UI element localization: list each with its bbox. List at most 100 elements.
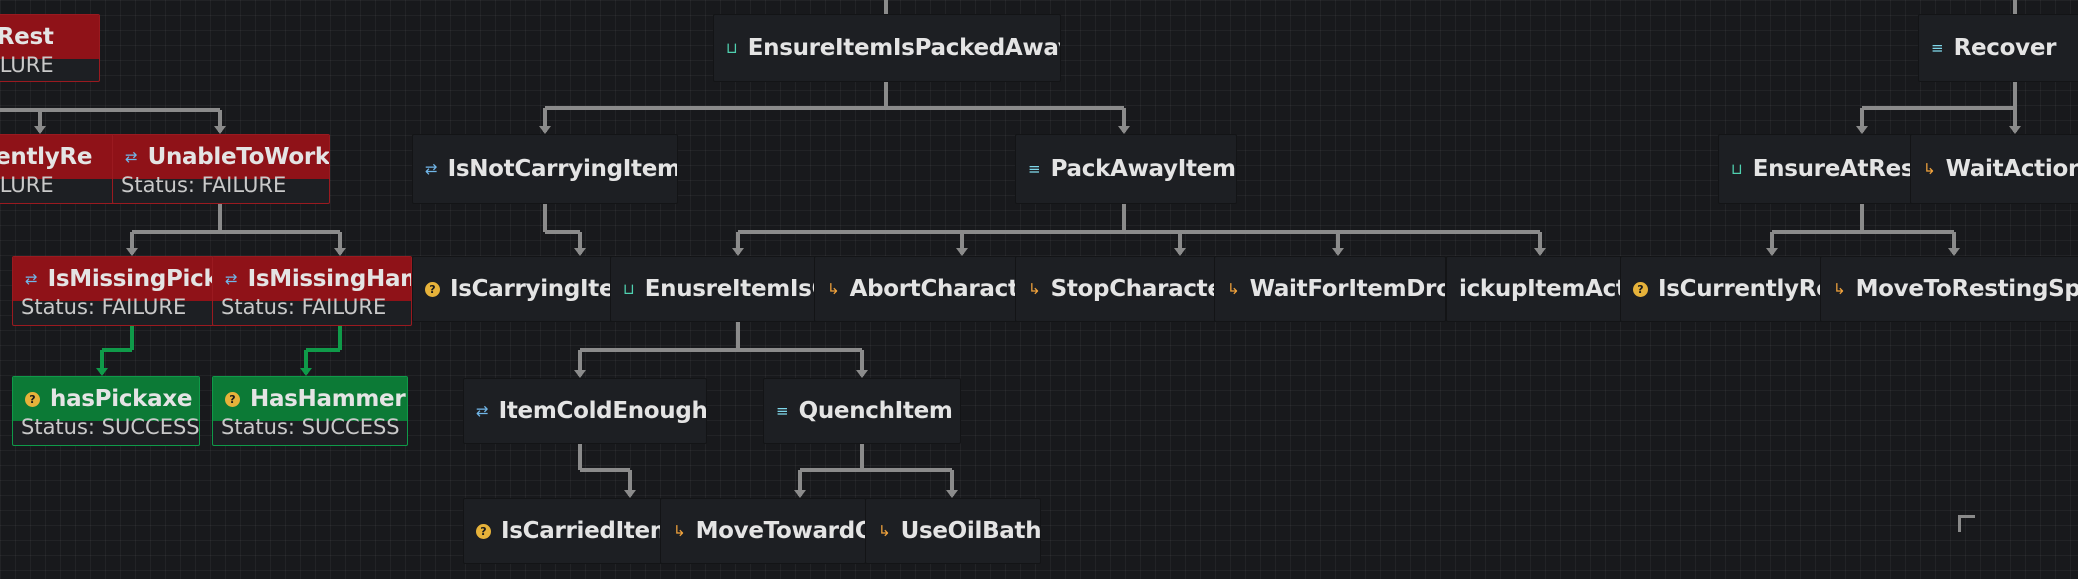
tree-node-iscurrentlyre[interactable]: ? IsCurrentlyRe xyxy=(1620,256,1828,322)
wire-arrow xyxy=(300,368,312,376)
node-header: ≡ QuenchItem xyxy=(764,379,960,443)
node-title: QuenchItem xyxy=(798,398,953,424)
tree-node-itemcoldenough[interactable]: ⇄ItemColdEnough xyxy=(463,378,707,444)
wire-arrow xyxy=(946,490,958,498)
node-header: rrentlyRe xyxy=(0,135,129,179)
tree-node-stopcharacteri[interactable]: ↳StopCharacterI xyxy=(1015,256,1221,322)
node-status: Status: SUCCESS xyxy=(21,415,200,439)
node-header: ↳ UseOilBath xyxy=(866,499,1040,563)
action-icon: ↳ xyxy=(827,280,840,298)
node-status: Status: SUCCESS xyxy=(221,415,400,439)
tree-node-ensureitemispackedaway[interactable]: ⊔EnsureItemIsPackedAway xyxy=(713,14,1061,82)
action-icon: ↳ xyxy=(1227,280,1240,298)
node-header: ?HasHammer xyxy=(213,377,407,421)
resize-corner-handle[interactable] xyxy=(1958,515,1975,532)
tree-node-ickupitemact[interactable]: ickupItemAct xyxy=(1446,256,1630,322)
node-title: EnusreItemIsC xyxy=(644,276,821,302)
wire-arrow xyxy=(956,248,968,256)
node-header: ↳MoveToRestingSpot xyxy=(1821,257,2078,321)
inverter-icon: ⇄ xyxy=(425,160,438,178)
node-title: hasPickaxe xyxy=(50,386,193,412)
node-header: ? hasPickaxe xyxy=(13,377,199,421)
node-title: rrentlyRe xyxy=(0,144,93,170)
node-title: IsNotCarryingItem xyxy=(447,156,677,182)
node-title: ItemColdEnough xyxy=(498,398,706,424)
node-header: ↳WaitAction xyxy=(1911,135,2078,203)
tree-node-useoilbath[interactable]: ↳ UseOilBath xyxy=(865,498,1041,564)
node-header: ldRest xyxy=(0,15,99,59)
node-header: ? IsCarryingItem xyxy=(413,257,617,321)
tree-node-waitaction[interactable]: ↳WaitAction xyxy=(1910,134,2078,204)
node-title: AbortCharacter xyxy=(849,276,1019,302)
wire-arrow xyxy=(2009,126,2021,134)
wire-arrow xyxy=(334,248,346,256)
action-icon: ↳ xyxy=(1028,280,1041,298)
sequence-icon: ≡ xyxy=(1931,39,1944,57)
tree-node-isnotcarryingitem[interactable]: ⇄ IsNotCarryingItem xyxy=(412,134,678,204)
node-title: MoveToRestingSpot xyxy=(1855,276,2078,302)
tree-node-rrentlyre[interactable]: rrentlyReFAILURE xyxy=(0,134,130,204)
node-title: MoveTowardOi xyxy=(695,518,865,544)
sequence-icon: ≡ xyxy=(776,402,789,420)
tree-node-iscarrieditemi[interactable]: ?IsCarriedItemI xyxy=(463,498,667,564)
node-title: PackAwayItem xyxy=(1050,156,1236,182)
node-title: Recover xyxy=(1953,35,2057,61)
action-icon: ↳ xyxy=(673,522,686,540)
condition-icon: ? xyxy=(25,391,40,407)
wire-arrow xyxy=(126,248,138,256)
tree-node-waitforitemdrop[interactable]: ↳ WaitForItemDrop xyxy=(1214,256,1446,322)
node-header: ↳StopCharacterI xyxy=(1016,257,1220,321)
node-title: IsMissingPicka xyxy=(47,266,213,292)
inverter-icon: ⇄ xyxy=(125,148,138,166)
sequence-icon: ≡ xyxy=(1028,160,1041,178)
node-title: UseOilBath xyxy=(900,518,1040,544)
node-header: ≡ PackAwayItem xyxy=(1016,135,1236,203)
wire-arrow xyxy=(624,490,636,498)
node-status: Status: FAILURE xyxy=(21,295,187,319)
node-title: IsMissingHam xyxy=(247,266,411,292)
action-icon: ↳ xyxy=(878,522,891,540)
node-title: WaitAction xyxy=(1945,156,2078,182)
tree-node-ldrest[interactable]: ldRestFAILURE xyxy=(0,14,100,82)
node-header: ⇄ItemColdEnough xyxy=(464,379,706,443)
node-title: ickupItemAct xyxy=(1459,276,1627,302)
node-title: IsCarryingItem xyxy=(450,276,617,302)
wire-arrow xyxy=(1766,248,1778,256)
tree-node-abortcharacter[interactable]: ↳ AbortCharacter xyxy=(814,256,1020,322)
tree-node-iscarryingitem[interactable]: ? IsCarryingItem xyxy=(412,256,618,322)
tree-node-ismissingpicka[interactable]: ⇄IsMissingPickaStatus: FAILURE xyxy=(12,256,214,326)
node-status: FAILURE xyxy=(0,173,54,197)
tree-node-recover[interactable]: ≡ Recover xyxy=(1918,14,2078,82)
condition-icon: ? xyxy=(225,391,240,407)
inverter-icon: ⇄ xyxy=(225,270,238,288)
node-header: ⇄ IsNotCarryingItem xyxy=(413,135,677,203)
node-status: Status: FAILURE xyxy=(221,295,387,319)
condition-icon: ? xyxy=(425,281,440,297)
node-title: ldRest xyxy=(0,24,54,50)
node-header: ickupItemAct xyxy=(1447,257,1629,321)
tree-node-ensureatrestir[interactable]: ⊔EnsureAtRestir xyxy=(1718,134,1918,204)
tree-node-packawayitem[interactable]: ≡ PackAwayItem xyxy=(1015,134,1237,204)
wire-arrow xyxy=(574,248,586,256)
node-header: ↳ AbortCharacter xyxy=(815,257,1019,321)
tree-node-enusreitemisc[interactable]: ⊔EnusreItemIsC xyxy=(610,256,822,322)
node-header: ⇄UnableToWork xyxy=(113,135,329,179)
tree-node-movetowardoi[interactable]: ↳ MoveTowardOi xyxy=(660,498,866,564)
node-header: ↳ WaitForItemDrop xyxy=(1215,257,1445,321)
node-title: WaitForItemDrop xyxy=(1249,276,1445,302)
tree-node-movetorestingspot[interactable]: ↳MoveToRestingSpot xyxy=(1820,256,2078,322)
node-header: ≡ Recover xyxy=(1919,15,2078,81)
wire-arrow xyxy=(1948,248,1960,256)
node-title: EnsureItemIsPackedAway xyxy=(747,35,1060,61)
node-header: ↳ MoveTowardOi xyxy=(661,499,865,563)
node-header: ⊔EnusreItemIsC xyxy=(611,257,821,321)
node-title: IsCurrentlyRe xyxy=(1658,276,1827,302)
tree-node-quenchitem[interactable]: ≡ QuenchItem xyxy=(763,378,961,444)
condition-icon: ? xyxy=(1633,281,1648,297)
